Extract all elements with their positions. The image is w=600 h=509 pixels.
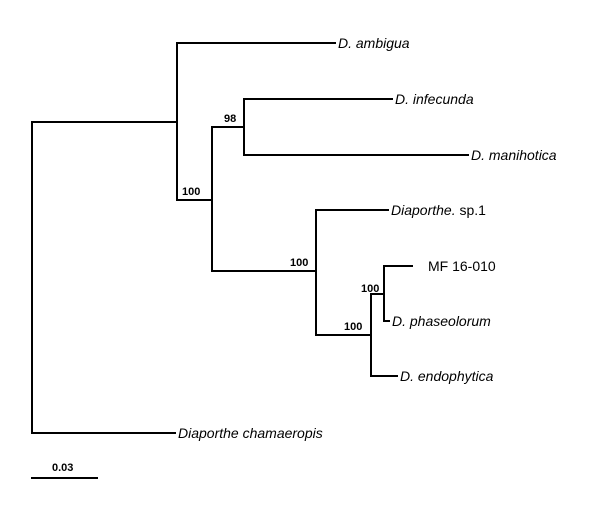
support-value-sp1-clade: 100	[290, 257, 308, 269]
taxon-label-sp1: Diaporthe. sp.1	[391, 202, 486, 218]
scale-bar-label: 0.03	[52, 462, 73, 474]
taxon-label-phaseolorum: D. phaseolorum	[392, 313, 491, 329]
taxon-label-ambigua: D. ambigua	[338, 35, 410, 51]
taxon-label-manihotica: D. manihotica	[471, 147, 557, 163]
support-value-mf-phaseolorum: 100	[361, 283, 379, 295]
taxon-label-sp1-genus: Diaporthe.	[391, 202, 456, 218]
taxon-label-endophytica: D. endophytica	[400, 368, 494, 384]
support-value-main-clade: 100	[182, 186, 200, 198]
taxon-label-chamaeropis: Diaporthe chamaeropis	[178, 425, 323, 441]
taxon-label-mf16010: MF 16-010	[428, 258, 496, 274]
taxon-label-infecunda: D. infecunda	[395, 91, 474, 107]
support-value-endophytica-clade: 100	[344, 321, 362, 333]
support-value-infecunda-manihotica: 98	[224, 113, 236, 125]
taxon-label-sp1-rest: sp.1	[456, 202, 487, 218]
